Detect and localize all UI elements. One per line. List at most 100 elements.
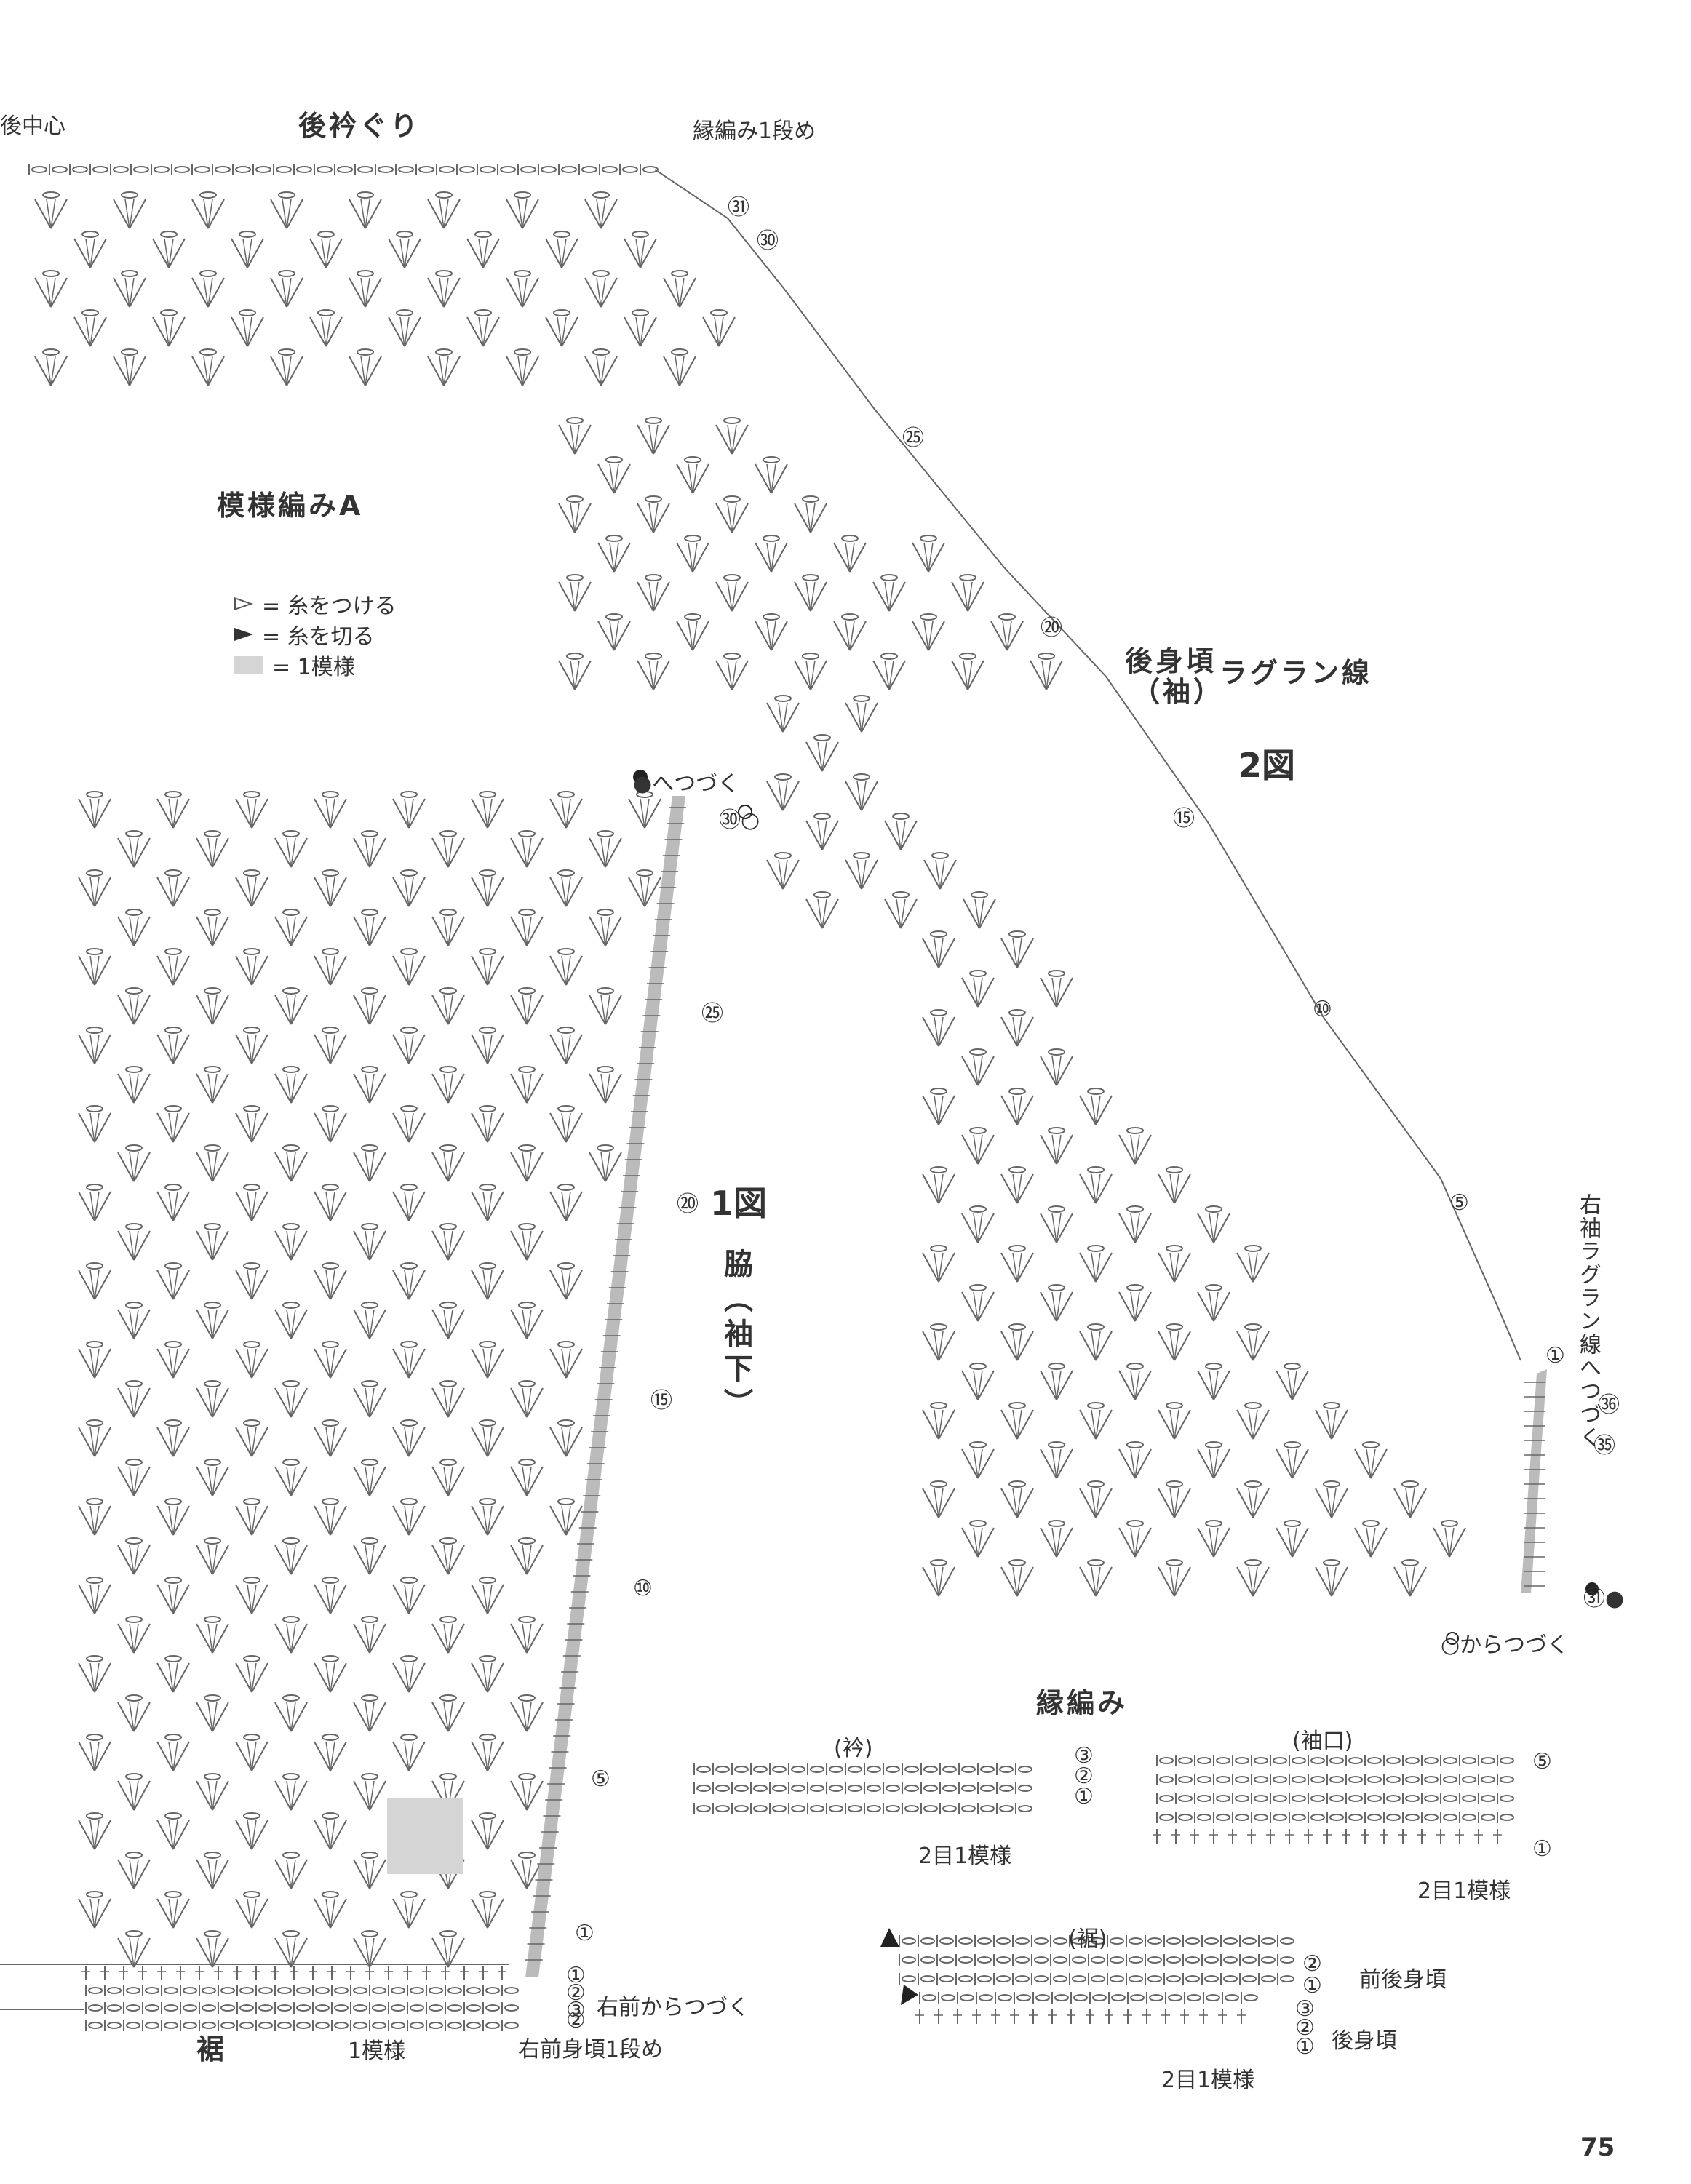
dc-stitch: [675, 277, 680, 308]
dc-stitch: [805, 741, 823, 772]
dc-stitch: [369, 1152, 375, 1182]
dc-stitch: [113, 356, 130, 386]
dc-stitch: [821, 820, 827, 850]
dc-stitch: [290, 1387, 308, 1418]
dc-stitch: [309, 316, 327, 347]
chain-stitch: [958, 1937, 973, 1945]
chain-stitch: [518, 1773, 536, 1780]
chain-stitch: [1185, 1956, 1200, 1964]
dc-stitch: [600, 277, 618, 308]
dc-stitch: [369, 916, 386, 946]
chain-stitch: [435, 191, 453, 199]
dc-stitch: [447, 1309, 465, 1339]
dc-stitch: [251, 1348, 257, 1379]
dc-stitch: [1134, 1291, 1140, 1322]
dc-stitch: [574, 503, 592, 533]
dc-stitch: [369, 1309, 375, 1339]
dc-stitch: [133, 1545, 139, 1575]
dc-stitch: [526, 1780, 544, 1811]
dc-stitch: [330, 1898, 347, 1929]
dc-stitch: [117, 1466, 135, 1496]
chain-stitch: [979, 1994, 993, 2001]
dc-stitch: [129, 1545, 135, 1575]
dc-stitch: [235, 1427, 252, 1457]
dc-stitch: [1095, 1409, 1113, 1440]
dc-stitch: [1134, 1213, 1140, 1243]
hem-repeat: 2目1模様: [1161, 2068, 1255, 2093]
dc-stitch: [286, 1387, 292, 1418]
fig1-side-label: 脇（袖下）: [719, 1248, 752, 1423]
dc-stitch: [172, 955, 178, 986]
chain-stitch: [353, 2004, 367, 2012]
chain-stitch: [969, 970, 987, 977]
dc-stitch: [482, 1820, 488, 1850]
dc-stitch: [168, 316, 186, 347]
dc-stitch: [1016, 1331, 1034, 1361]
dc-stitch: [1174, 1566, 1179, 1597]
dc-stitch: [727, 581, 733, 612]
dc-stitch: [353, 1309, 370, 1339]
dc-stitch: [251, 1898, 268, 1929]
dc-stitch: [1393, 1566, 1411, 1597]
fig1-row-marker: ⑳: [677, 1192, 699, 1217]
dc-stitch: [172, 1662, 178, 1693]
dc-stitch: [133, 1780, 151, 1811]
chain-stitch: [1205, 1441, 1222, 1448]
chain-stitch: [1130, 1994, 1145, 2001]
dc-stitch: [133, 1387, 151, 1418]
collar-label: (衿): [834, 1736, 873, 1761]
dc-stitch: [124, 199, 130, 229]
chain-stitch: [1187, 1994, 1201, 2001]
dc-stitch: [613, 542, 631, 573]
dc-stitch: [1370, 1527, 1376, 1558]
dc-stitch: [172, 1898, 190, 1929]
chain-stitch: [1443, 1814, 1457, 1821]
dc-stitch: [1213, 1527, 1230, 1558]
dc-stitch: [1213, 1527, 1219, 1558]
chain-stitch: [400, 1105, 418, 1112]
dc-stitch: [133, 916, 139, 946]
dc-stitch: [1252, 1331, 1258, 1361]
dc-stitch: [251, 955, 268, 986]
dc-stitch: [251, 955, 257, 986]
filled-triangle-icon: [880, 1928, 899, 1947]
dc-stitch: [251, 1112, 257, 1143]
chain-stitch: [204, 1223, 221, 1230]
dc-stitch: [117, 995, 135, 1025]
dc-stitch: [1012, 1409, 1018, 1440]
dc-stitch: [89, 316, 95, 347]
dc-stitch: [637, 503, 654, 533]
chain-stitch: [1367, 1757, 1382, 1764]
dc-stitch: [1016, 1173, 1034, 1204]
chain-stitch: [1015, 1937, 1030, 1945]
dc-stitch: [365, 1545, 370, 1575]
dc-stitch: [702, 316, 720, 347]
chain-stitch: [439, 1144, 457, 1152]
dc-stitch: [605, 916, 622, 946]
dc-stitch: [522, 277, 539, 308]
dc-stitch: [274, 837, 292, 868]
dc-stitch: [133, 1859, 151, 1889]
dc-stitch: [447, 1152, 465, 1182]
dc-stitch: [471, 1427, 488, 1457]
dc-stitch: [884, 581, 890, 612]
dc-stitch: [404, 316, 410, 347]
dc-stitch: [325, 1348, 331, 1379]
dc-stitch: [212, 1623, 229, 1654]
dc-stitch: [1134, 1291, 1152, 1322]
chain-stitch: [204, 1380, 221, 1387]
dc-stitch: [1056, 1527, 1062, 1558]
dc-stitch: [522, 995, 528, 1025]
dc-stitch: [78, 1820, 95, 1850]
dc-stitch: [251, 1191, 268, 1221]
dc-stitch: [365, 1466, 370, 1496]
dc-stitch: [129, 1309, 135, 1339]
dc-stitch: [1174, 1488, 1191, 1518]
chain-stitch: [282, 1380, 300, 1387]
dc-stitch: [487, 1820, 493, 1850]
dc-stitch: [164, 238, 170, 268]
chain-stitch: [88, 2004, 103, 2012]
dc-stitch: [404, 1898, 410, 1929]
dc-stitch: [286, 1859, 292, 1889]
chain-stitch: [391, 1987, 405, 1994]
